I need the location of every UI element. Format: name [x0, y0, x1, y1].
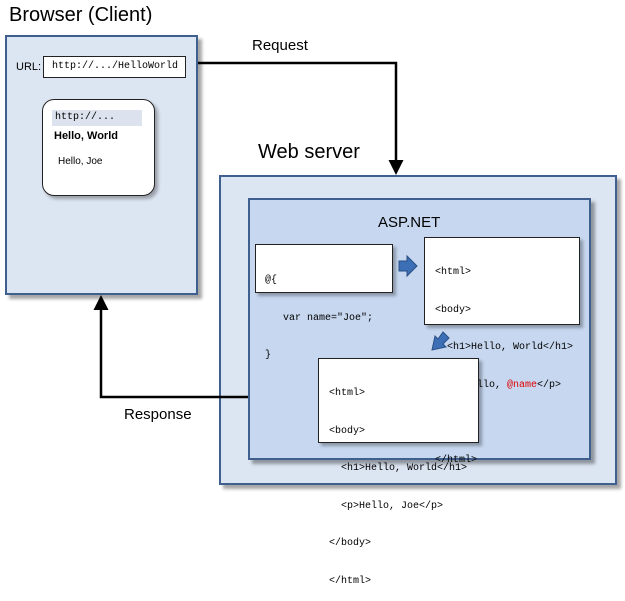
- template-line: </html>: [435, 454, 478, 466]
- response-label: Response: [124, 406, 192, 423]
- output-line: </body>: [329, 538, 372, 549]
- connector-layer: [93, 61, 450, 399]
- flow-arrow-right-icon: [398, 254, 418, 278]
- flow-arrow-down-left-icon: [431, 331, 450, 351]
- razor-name-variable: @name: [507, 379, 538, 391]
- output-line: </html>: [329, 575, 372, 587]
- page-address: http://...: [55, 112, 116, 123]
- output-line: <p>Hello, Joe</p>: [329, 500, 444, 512]
- page-heading: Hello, World: [54, 130, 118, 142]
- response-arrow: [93, 295, 248, 399]
- razor-line: @{: [265, 275, 278, 286]
- template-text: </p>: [537, 379, 562, 391]
- request-label: Request: [252, 37, 308, 54]
- template-line: <h1>Hello, World</h1>: [435, 342, 574, 353]
- template-html-box: <html> <body> <h1>Hello, World</h1> <p>H…: [424, 237, 580, 466]
- server-title: Web server: [258, 141, 360, 163]
- browser-title: Browser (Client): [9, 4, 153, 26]
- razor-line: var name="Joe";: [265, 312, 374, 324]
- url-field[interactable]: http://.../HelloWorld: [43, 56, 186, 78]
- url-label: URL:: [16, 61, 42, 73]
- output-line: <h1>Hello, World</h1>: [329, 463, 468, 474]
- url-value: http://.../HelloWorld: [52, 61, 179, 72]
- razor-code-box: @{ var name="Joe"; }: [255, 244, 393, 361]
- razor-line: }: [265, 350, 272, 361]
- page-text: Hello, Joe: [58, 156, 103, 167]
- aspnet-label: ASP.NET: [378, 214, 441, 231]
- template-line: <body>: [435, 304, 472, 316]
- page-address-bar: http://...: [52, 110, 142, 126]
- template-line: <html>: [435, 267, 472, 278]
- request-arrow: [198, 61, 404, 175]
- output-line: <body>: [329, 425, 366, 437]
- output-line: <html>: [329, 388, 366, 399]
